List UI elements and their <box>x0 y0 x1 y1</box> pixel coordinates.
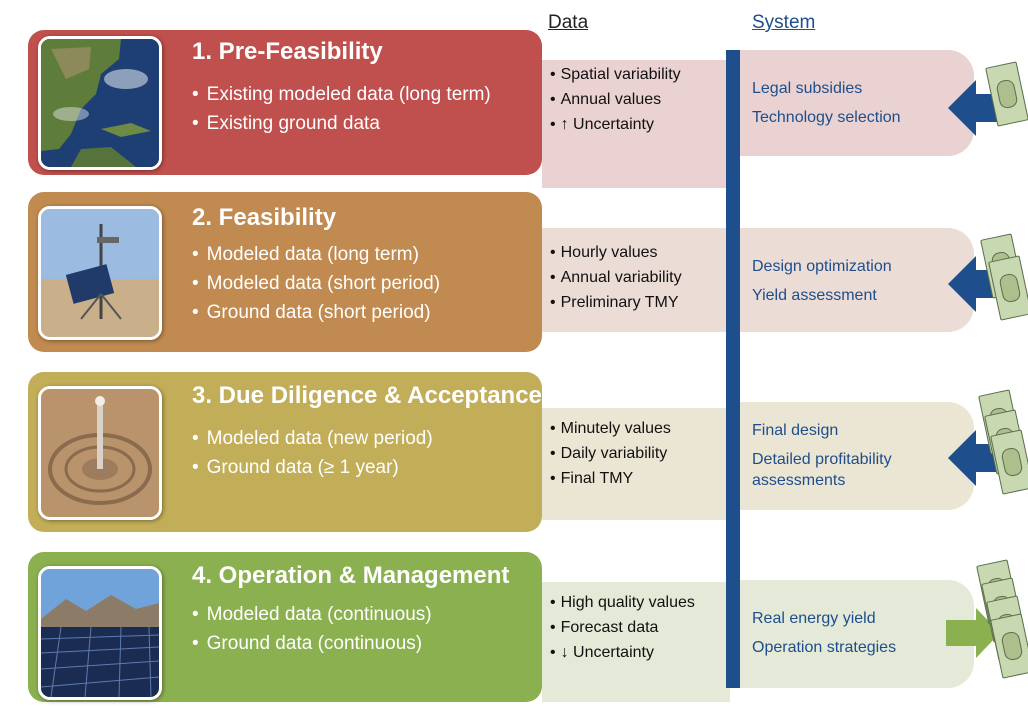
phase-bullet: Existing ground data <box>192 113 491 135</box>
data-panel: Minutely values Daily variability Final … <box>542 408 730 520</box>
system-column-header: System <box>752 12 816 33</box>
phase-title: 3. Due Diligence & Acceptance <box>192 382 542 409</box>
data-item: Minutely values <box>550 420 730 438</box>
phase-bullet: Modeled data (continuous) <box>192 604 432 626</box>
data-panel: Hourly values Annual variability Prelimi… <box>542 228 730 332</box>
system-item: Detailed profitability assessments <box>752 451 892 489</box>
system-item: Yield assessment <box>752 287 877 304</box>
stage-due-diligence: 3. Due Diligence & Acceptance Modeled da… <box>0 372 1028 532</box>
phase-bullet-list: Existing modeled data (long term) Existi… <box>192 84 491 142</box>
system-item: Legal subsidies <box>752 80 863 97</box>
phase-box: 3. Due Diligence & Acceptance Modeled da… <box>28 372 542 532</box>
phase-bullet-list: Modeled data (new period) Ground data (≥… <box>192 428 433 486</box>
data-item: Preliminary TMY <box>550 294 730 312</box>
data-item: Forecast data <box>550 619 730 637</box>
data-item: ↓ Uncertainty <box>550 644 730 662</box>
phase-bullet: Ground data (≥ 1 year) <box>192 457 433 479</box>
data-item: Annual values <box>550 91 730 109</box>
phase-bullet: Modeled data (short period) <box>192 273 440 295</box>
solar-tower-photo <box>38 386 162 520</box>
data-panel: High quality values Forecast data ↓ Unce… <box>542 582 730 702</box>
data-item: Final TMY <box>550 470 730 488</box>
system-panel: Design optimization Yield assessment <box>730 228 974 332</box>
phase-title: 1. Pre-Feasibility <box>192 38 383 65</box>
phase-bullet-list: Modeled data (continuous) Ground data (c… <box>192 604 432 662</box>
phase-bullet: Ground data (short period) <box>192 302 440 324</box>
phase-bullet: Ground data (continuous) <box>192 633 432 655</box>
system-panel: Real energy yield Operation strategies <box>730 580 974 688</box>
system-item: Design optimization <box>752 258 892 275</box>
data-column-header: Data <box>548 12 589 33</box>
phase-bullet-list: Modeled data (long term) Modeled data (s… <box>192 244 440 331</box>
satellite-map-photo <box>38 36 162 170</box>
weather-station-photo <box>38 206 162 340</box>
phase-bullet: Modeled data (long term) <box>192 244 440 266</box>
data-item: ↑ Uncertainty <box>550 116 730 134</box>
data-item: Annual variability <box>550 269 730 287</box>
system-item: Operation strategies <box>752 639 897 656</box>
system-item: Final design <box>752 422 839 439</box>
data-item: High quality values <box>550 594 730 612</box>
solar-panels-photo <box>38 566 162 700</box>
data-item: Spatial variability <box>550 66 730 84</box>
stage-feasibility: 2. Feasibility Modeled data (long term) … <box>0 192 1028 352</box>
phase-title: 2. Feasibility <box>192 204 337 231</box>
system-item: Real energy yield <box>752 610 876 627</box>
data-item: Daily variability <box>550 445 730 463</box>
phase-box: 1. Pre-Feasibility Existing modeled data… <box>28 30 542 175</box>
stage-operation: 4. Operation & Management Modeled data (… <box>0 552 1028 702</box>
phase-box: 4. Operation & Management Modeled data (… <box>28 552 542 702</box>
data-item: Hourly values <box>550 244 730 262</box>
timeline-divider-bar <box>726 50 740 688</box>
stage-pre-feasibility: 1. Pre-Feasibility Existing modeled data… <box>0 30 1028 188</box>
right-arrow-icon <box>946 608 1000 658</box>
system-panel: Final design Detailed profitability asse… <box>730 402 974 510</box>
system-panel: Legal subsidies Technology selection <box>730 50 974 156</box>
phase-title: 4. Operation & Management <box>192 562 510 589</box>
phase-bullet: Existing modeled data (long term) <box>192 84 491 106</box>
data-panel: Spatial variability Annual values ↑ Unce… <box>542 60 730 188</box>
system-item: Technology selection <box>752 109 901 126</box>
phase-bullet: Modeled data (new period) <box>192 428 433 450</box>
phase-box: 2. Feasibility Modeled data (long term) … <box>28 192 542 352</box>
